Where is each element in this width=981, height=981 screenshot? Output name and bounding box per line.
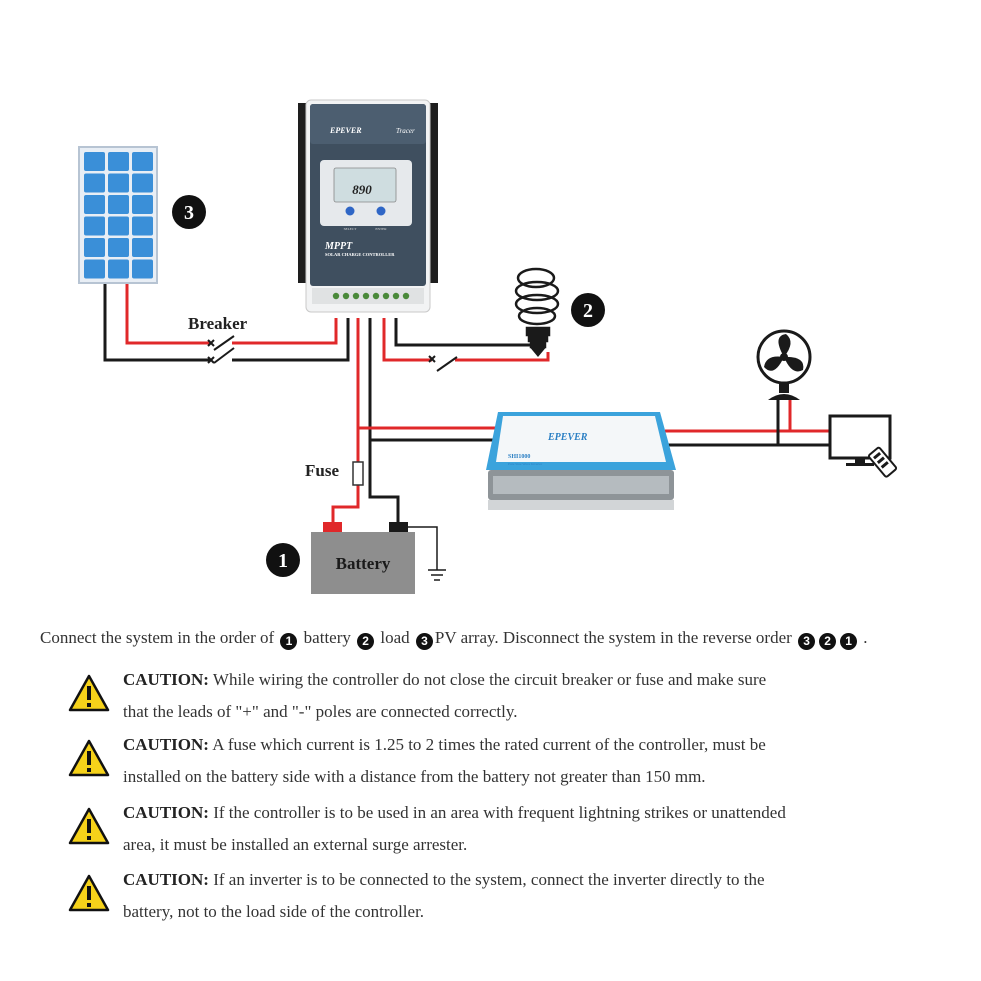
solar-cell xyxy=(132,173,153,193)
select-button xyxy=(345,206,355,216)
caution-heading: CAUTION: xyxy=(123,735,209,754)
warning-icon xyxy=(68,674,110,712)
reverse-badge-3: 3 xyxy=(798,633,816,650)
badge-battery: 1 xyxy=(266,543,300,577)
solar-panel xyxy=(78,146,158,284)
inverter-model: SHI1000 xyxy=(508,454,530,460)
svg-text:3: 3 xyxy=(184,202,194,224)
pv-negative-wire xyxy=(103,282,210,362)
pv-breaker-out-negative xyxy=(232,318,350,362)
terminal-screw xyxy=(382,292,390,300)
wiring-diagram: Breaker Fuse 3 EPEVER Tracer 890 SELECT xyxy=(78,99,898,594)
battery-label: Battery xyxy=(336,554,391,573)
terminal-screw xyxy=(352,292,360,300)
battery-positive-wire-low xyxy=(331,485,360,522)
caution-block: CAUTION: While wiring the controller do … xyxy=(68,664,888,730)
warning-icon xyxy=(68,739,110,777)
wires xyxy=(103,282,830,570)
svg-text:ENTER: ENTER xyxy=(375,227,387,231)
solar-cell xyxy=(108,195,129,214)
breaker-label: Breaker xyxy=(188,314,248,333)
ground-wire xyxy=(408,526,438,570)
reverse-badge-1: 1 xyxy=(840,633,858,650)
step-badge-2: 2 xyxy=(357,633,375,650)
enter-button xyxy=(376,206,386,216)
svg-text:2: 2 xyxy=(583,300,593,322)
badge-pv: 3 xyxy=(172,195,206,229)
caution-heading: CAUTION: xyxy=(123,670,209,689)
charge-controller: EPEVER Tracer 890 SELECT ENTER MPPT SOLA… xyxy=(298,99,438,313)
terminal-screw xyxy=(362,292,370,300)
light-bulb-icon xyxy=(514,267,560,357)
solar-cell xyxy=(84,259,105,279)
svg-text:SELECT: SELECT xyxy=(344,227,358,231)
caution-block: CAUTION: If an inverter is to be connect… xyxy=(68,864,888,930)
load-breaker xyxy=(428,355,458,372)
warning-icon xyxy=(68,874,110,912)
solar-cell xyxy=(132,259,153,279)
ground-symbol xyxy=(428,569,446,581)
load-breaker-out xyxy=(455,352,550,362)
load-positive-wire xyxy=(382,318,432,362)
controller-lcd xyxy=(333,167,397,203)
pv-positive-wire xyxy=(125,282,210,345)
battery: Battery xyxy=(311,522,415,594)
solar-cell xyxy=(108,238,129,257)
tv-icon xyxy=(828,414,898,478)
battery-negative-wire xyxy=(368,318,400,522)
caution-heading: CAUTION: xyxy=(123,803,209,822)
pv-breaker: Breaker xyxy=(188,314,248,364)
caution-block: CAUTION: A fuse which current is 1.25 to… xyxy=(68,729,888,795)
fan-icon xyxy=(756,329,812,400)
inverter: EPEVER SHI1000 Pure Sine Wave Inverter xyxy=(486,412,676,510)
step-badge-1: 1 xyxy=(280,633,298,650)
solar-cell xyxy=(108,216,129,236)
solar-cell xyxy=(108,152,129,171)
solar-cell xyxy=(132,152,153,171)
connection-order-text: Connect the system in the order of 1 bat… xyxy=(40,628,868,650)
badge-load: 2 xyxy=(571,293,605,327)
controller-title: MPPT xyxy=(324,241,353,252)
inverter-brand: EPEVER xyxy=(547,432,588,443)
load-negative-wire xyxy=(394,318,530,347)
controller-subtitle: SOLAR CHARGE CONTROLLER xyxy=(325,252,395,257)
fuse xyxy=(352,461,364,486)
solar-cell xyxy=(132,238,153,257)
terminal-screw xyxy=(332,292,340,300)
solar-cell xyxy=(108,173,129,193)
warning-icon xyxy=(68,807,110,845)
controller-display-value: 890 xyxy=(352,182,372,197)
solar-cell xyxy=(84,216,105,236)
reverse-badge-2: 2 xyxy=(819,633,837,650)
step-badge-3: 3 xyxy=(415,633,433,650)
solar-cell xyxy=(84,238,105,257)
terminal-screw xyxy=(402,292,410,300)
solar-cell xyxy=(84,152,105,171)
terminal-screw xyxy=(392,292,400,300)
svg-text:1: 1 xyxy=(278,550,288,572)
pv-breaker-out-positive xyxy=(232,318,338,345)
solar-cell xyxy=(108,259,129,279)
solar-cell xyxy=(84,195,105,214)
caution-block: CAUTION: If the controller is to be used… xyxy=(68,797,888,863)
inverter-subtitle: Pure Sine Wave Inverter xyxy=(508,462,543,466)
fuse-label: Fuse xyxy=(305,461,339,480)
terminal-screw xyxy=(372,292,380,300)
solar-cell xyxy=(132,195,153,214)
solar-cell xyxy=(84,173,105,193)
controller-model: Tracer xyxy=(396,127,415,135)
solar-cell xyxy=(132,216,153,236)
controller-brand: EPEVER xyxy=(329,126,362,135)
terminal-screw xyxy=(342,292,350,300)
caution-heading: CAUTION: xyxy=(123,870,209,889)
